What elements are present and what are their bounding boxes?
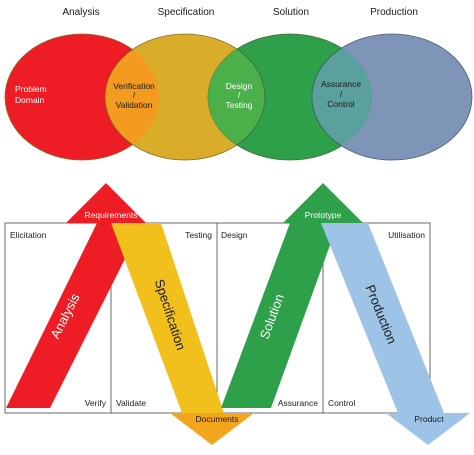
triangle-product bbox=[386, 413, 470, 445]
triangle-prototype bbox=[283, 183, 363, 223]
label-product: Product bbox=[414, 414, 444, 424]
label-testing: Testing bbox=[226, 100, 253, 110]
label-utilisation: Utilisation bbox=[388, 230, 425, 240]
overlap-assurance bbox=[311, 34, 372, 160]
label-slash-1: / bbox=[133, 90, 136, 100]
header-specification: Specification bbox=[158, 7, 215, 18]
label-domain: Domain bbox=[15, 95, 45, 105]
label-slash-3: / bbox=[340, 89, 343, 99]
label-control-cell: Control bbox=[328, 398, 356, 408]
label-slash-2: / bbox=[238, 90, 241, 100]
label-design: Design bbox=[226, 81, 253, 91]
band-solution bbox=[221, 223, 338, 408]
label-validate: Validate bbox=[116, 398, 146, 408]
label-verify: Verify bbox=[85, 398, 107, 408]
label-prototype: Prototype bbox=[305, 210, 342, 220]
band-production bbox=[321, 223, 444, 413]
band-analysis bbox=[6, 223, 143, 408]
header-analysis: Analysis bbox=[62, 7, 99, 18]
label-control: Control bbox=[327, 99, 355, 109]
header-solution: Solution bbox=[273, 7, 309, 18]
triangle-documents bbox=[170, 413, 254, 445]
label-design-cell: Design bbox=[221, 230, 248, 240]
header-production: Production bbox=[370, 7, 418, 18]
label-problem: Problem bbox=[15, 84, 47, 94]
label-documents: Documents bbox=[196, 414, 239, 424]
label-validation: Validation bbox=[116, 100, 153, 110]
label-requirements: Requirements bbox=[85, 210, 138, 220]
band-specification bbox=[111, 223, 224, 413]
label-assurance: Assurance bbox=[321, 79, 361, 89]
overlap-verification bbox=[104, 34, 159, 160]
label-elicitation: Elicitation bbox=[10, 230, 47, 240]
label-verification: Verification bbox=[113, 81, 155, 91]
label-assurance-cell: Assurance bbox=[278, 398, 318, 408]
triangle-requirements bbox=[66, 183, 146, 223]
overlap-design bbox=[208, 34, 266, 160]
label-testing-cell: Testing bbox=[185, 230, 212, 240]
